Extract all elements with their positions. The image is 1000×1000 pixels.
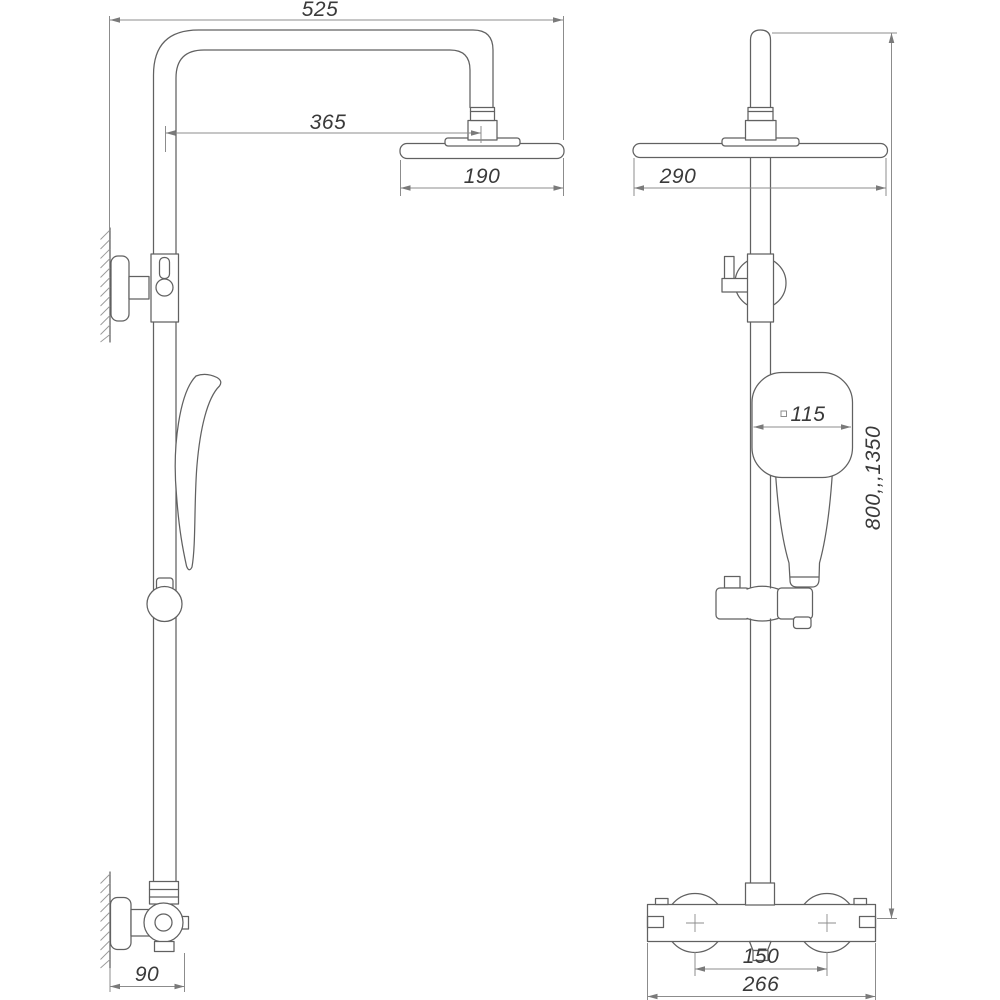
centerline-knob-left (686, 914, 704, 932)
mixer-valve-side (109, 880, 190, 953)
dim-rain-head-side: 190 (400, 158, 564, 196)
dim-mixer-width: 266 (647, 943, 876, 1000)
square-symbol (780, 410, 787, 417)
rain-head-side (399, 106, 565, 160)
hand-shower-front (751, 371, 854, 588)
bracket-lever-pin-front (723, 255, 735, 281)
mixer-tab-right (853, 897, 868, 906)
slider-knob-side (146, 577, 183, 623)
mixer-slot-right (858, 915, 877, 929)
dim-290-label: 290 (659, 165, 697, 188)
dim-525-arrow-right (553, 17, 563, 23)
mixer-slot-left (646, 915, 665, 929)
riser-and-arm-side (152, 29, 494, 883)
hand-shower-head-front (751, 371, 854, 479)
mixer-bar (646, 903, 877, 943)
rain-head-front (632, 106, 889, 159)
bracket-lever-foot-front (721, 277, 750, 293)
dim-height-label: 800,,,1350 (862, 426, 885, 530)
bracket-stem-upper-side (128, 275, 150, 300)
bracket-block-front (746, 253, 775, 323)
mixer-outlet-side (153, 940, 175, 953)
dim-266-label: 266 (742, 973, 780, 996)
dim-valve-spacing: 150 (694, 945, 828, 976)
holder-knob-front (792, 616, 812, 630)
dim-290-arrow-left (634, 185, 644, 191)
holder-hump-bottom (746, 617, 779, 622)
hand-shower-handle-front (774, 470, 834, 588)
side-view (100, 29, 565, 969)
dim-150-label: 150 (743, 945, 780, 968)
wall-lower (100, 871, 111, 969)
wall-bracket-front (721, 253, 787, 323)
dimension-annotations: 525 365 190 90 (109, 0, 897, 1000)
mixer-collar-side (148, 880, 180, 905)
rail-front (749, 29, 772, 884)
dim-290-arrow-right (876, 185, 886, 191)
dim-height-arrow-bottom (888, 908, 895, 919)
dim-rain-head-front: 290 (633, 158, 887, 196)
mixer-body-inner-side (154, 913, 173, 932)
hand-shower-side (174, 373, 222, 571)
dim-365-arrow-left (165, 130, 176, 136)
mixer-connector (744, 882, 776, 906)
arm-inner-line (175, 49, 471, 883)
dim-190-arrow-left (400, 185, 411, 191)
front-view (632, 29, 889, 962)
dim-90-label: 90 (135, 963, 159, 986)
dim-365-label: 365 (310, 111, 347, 134)
wall-hatching-upper (100, 229, 111, 343)
dim-wall-offset: 90 (109, 953, 185, 992)
dim-150-arrow-left (695, 966, 705, 972)
dim-arm-span: 525 (109, 0, 564, 250)
dim-90-arrow-right (174, 983, 185, 990)
wall-bracket-upper-side (110, 253, 180, 323)
dim-115-arrow-right (841, 424, 851, 430)
dim-525-arrow-left (110, 17, 120, 23)
dim-190-label: 190 (464, 165, 501, 188)
holder-mid-mask (748, 588, 777, 619)
arm-collar-front (747, 106, 774, 122)
bracket-slot-side (158, 256, 171, 280)
dim-height-range: 800,,,1350 (772, 32, 897, 919)
dim-266-arrow-right (865, 993, 876, 1000)
dim-115-arrow-left (753, 424, 764, 430)
rain-head-block-front (744, 119, 777, 141)
dim-115-label: 115 (791, 403, 826, 426)
dim-266-arrow-left (647, 993, 658, 1000)
arm-collar-side (469, 106, 496, 122)
holder-right-block-front (776, 587, 814, 620)
escutcheon-lower-side (109, 896, 132, 951)
dim-525-label: 525 (302, 0, 339, 21)
dim-arm-reach: 365 (165, 111, 482, 152)
dim-hand-shower: 115 (753, 403, 851, 430)
dim-365-arrow-right (471, 130, 481, 136)
mixer-spout-front (752, 949, 769, 962)
holder-hump-top (746, 585, 779, 590)
dim-190-arrow-right (553, 185, 564, 191)
rain-head-block-side (467, 119, 498, 141)
bracket-knob-side (155, 278, 174, 297)
wall-hatching-lower (100, 873, 111, 969)
slider-holder-front (715, 575, 814, 630)
holder-left-block-front (715, 587, 751, 620)
arm-outer-line (152, 29, 494, 883)
dim-90-arrow-left (110, 983, 120, 990)
mixer-front (646, 882, 877, 962)
mixer-tab-left (654, 897, 669, 906)
wall-upper (100, 227, 111, 343)
centerline-knob-right (818, 914, 836, 932)
holder-tab-front (723, 575, 741, 589)
dim-150-arrow-right (817, 966, 827, 972)
slider-wheel-side (146, 585, 183, 623)
escutcheon-upper-side (110, 255, 130, 322)
dim-height-arrow-top (888, 33, 895, 43)
mixer-body-side (143, 902, 184, 943)
